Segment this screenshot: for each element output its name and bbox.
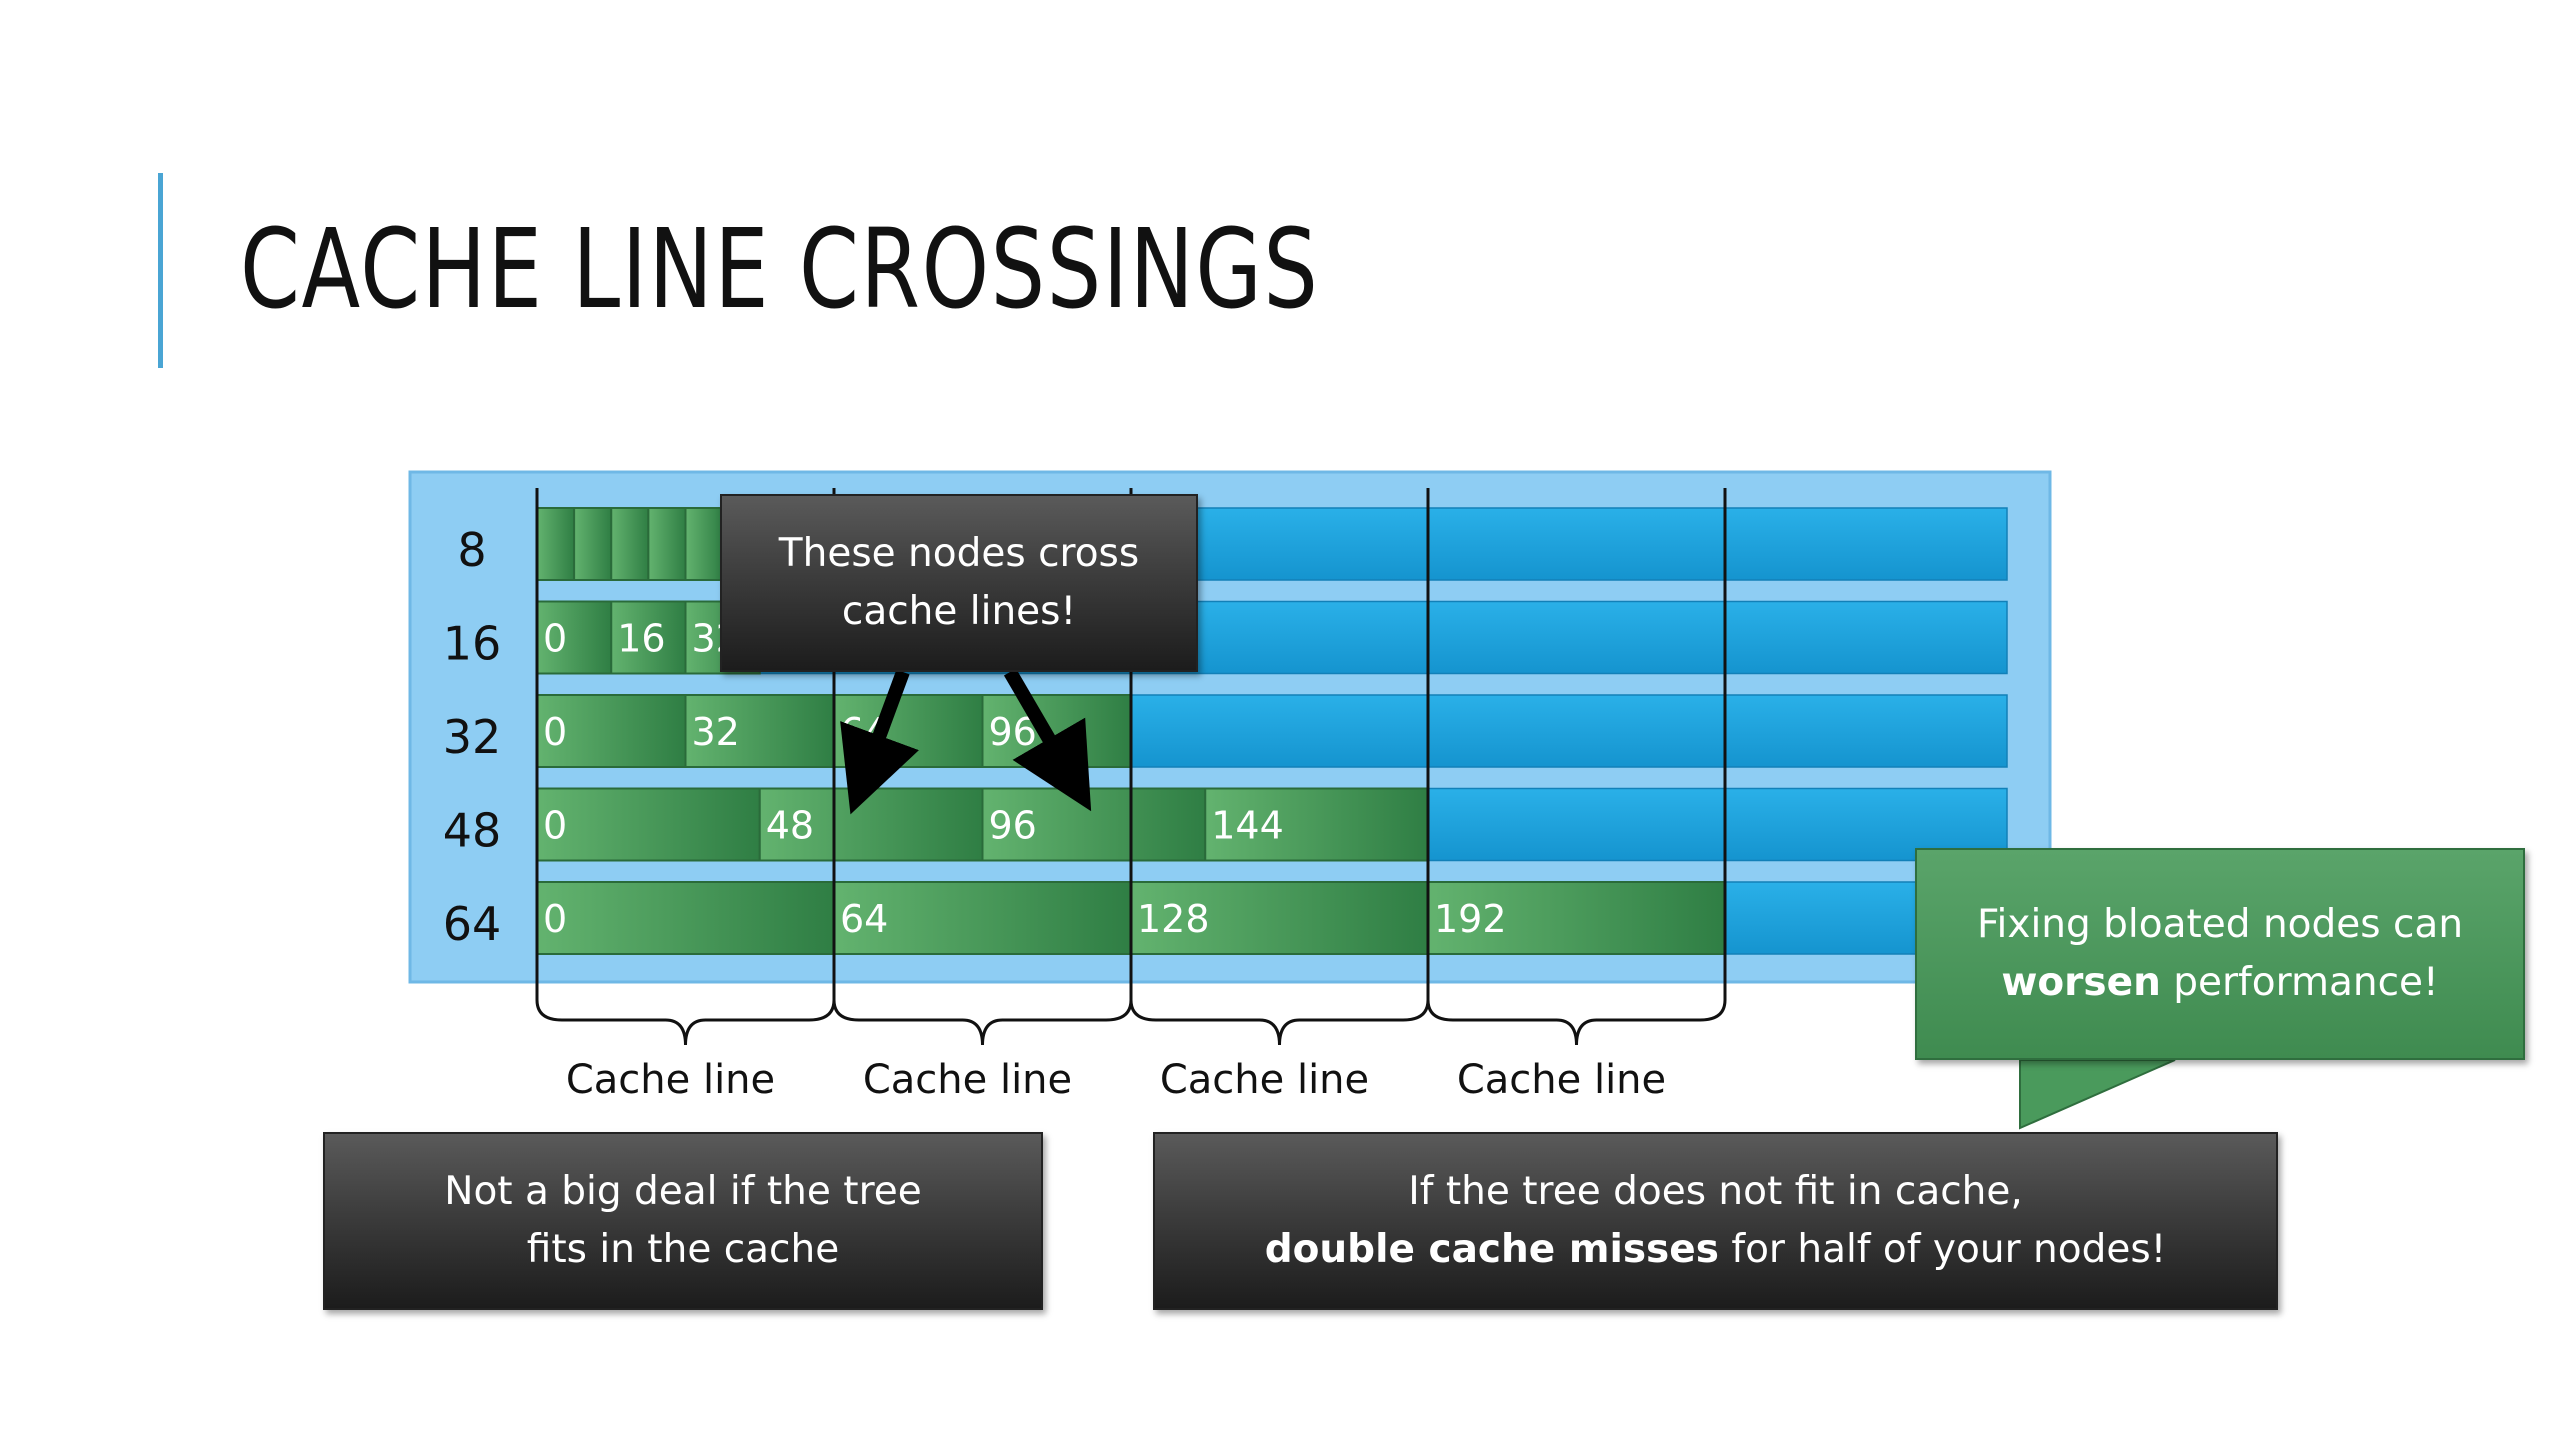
bloat-callout: Fixing bloated nodes can worsen performa…	[1915, 848, 2525, 1060]
tree-node	[536, 507, 576, 581]
node-offset-label: 144	[1211, 804, 1284, 848]
fits-callout-line1: Not a big deal if the tree	[444, 1169, 922, 1214]
row-size-label: 32	[443, 710, 502, 764]
cache-line-brace	[535, 999, 836, 1046]
cross-callout: These nodes cross cache lines!	[720, 494, 1198, 672]
nofit-callout-rest: for half of your nodes!	[1718, 1227, 2167, 1272]
row-size-label: 16	[443, 617, 502, 671]
cross-callout-line2: cache lines!	[841, 589, 1077, 634]
tree-node	[647, 507, 687, 581]
cache-line-brace	[832, 999, 1133, 1046]
node-offset-label: 0	[543, 804, 567, 848]
node-offset-label: 16	[617, 617, 665, 661]
cache-line-brace	[1426, 999, 1727, 1046]
bloat-callout-bold: worsen	[2001, 960, 2161, 1005]
cache-line-label: Cache line	[566, 1057, 775, 1103]
row-size-label: 64	[443, 897, 502, 951]
cache-line-label: Cache line	[1160, 1057, 1369, 1103]
row-size-label: 8	[457, 523, 486, 577]
node-offset-label: 0	[543, 710, 567, 754]
node-offset-label: 192	[1434, 897, 1507, 941]
node-offset-label: 96	[989, 804, 1037, 848]
fits-callout-line2: fits in the cache	[526, 1227, 840, 1272]
bloat-callout-line2: worsen performance!	[1917, 954, 2523, 1012]
slide-title: CACHE LINE CROSSINGS	[240, 205, 1320, 333]
callout-tail	[2019, 1059, 2176, 1130]
tree-node	[1204, 787, 1429, 862]
nofit-callout-bold: double cache misses	[1264, 1227, 1719, 1272]
cross-callout-line1: These nodes cross	[778, 531, 1140, 576]
cache-line-brace	[1129, 999, 1430, 1046]
nofit-callout-line1: If the tree does not fit in cache,	[1408, 1169, 2023, 1214]
fits-callout: Not a big deal if the tree fits in the c…	[323, 1132, 1043, 1310]
tree-node	[684, 507, 724, 581]
tree-node	[536, 787, 761, 862]
node-offset-label: 32	[692, 710, 740, 754]
row-size-label: 48	[443, 804, 502, 858]
cross-arrow-right	[1003, 668, 1092, 812]
tree-node	[536, 600, 613, 675]
node-offset-label: 48	[766, 804, 814, 848]
nofit-callout: If the tree does not fit in cache, doubl…	[1153, 1132, 2278, 1310]
tree-node	[1427, 881, 1726, 955]
bloat-callout-line1: Fixing bloated nodes can	[1976, 902, 2464, 947]
tree-node	[610, 600, 687, 675]
nofit-callout-line2: double cache misses for half of your nod…	[1155, 1221, 2276, 1279]
node-offset-label: 128	[1137, 897, 1210, 941]
tree-node	[573, 507, 613, 581]
tree-node	[684, 694, 835, 768]
node-offset-label: 0	[543, 617, 567, 661]
cache-line-label: Cache line	[863, 1057, 1072, 1103]
title-accent-bar	[158, 173, 163, 368]
tree-node	[536, 881, 835, 955]
tree-node	[536, 694, 687, 768]
cross-arrow-left	[840, 669, 919, 815]
node-offset-label: 64	[840, 897, 888, 941]
node-offset-label: 0	[543, 897, 567, 941]
bloat-callout-rest: performance!	[2160, 960, 2439, 1005]
tree-node	[610, 507, 650, 581]
cache-line-label: Cache line	[1457, 1057, 1666, 1103]
